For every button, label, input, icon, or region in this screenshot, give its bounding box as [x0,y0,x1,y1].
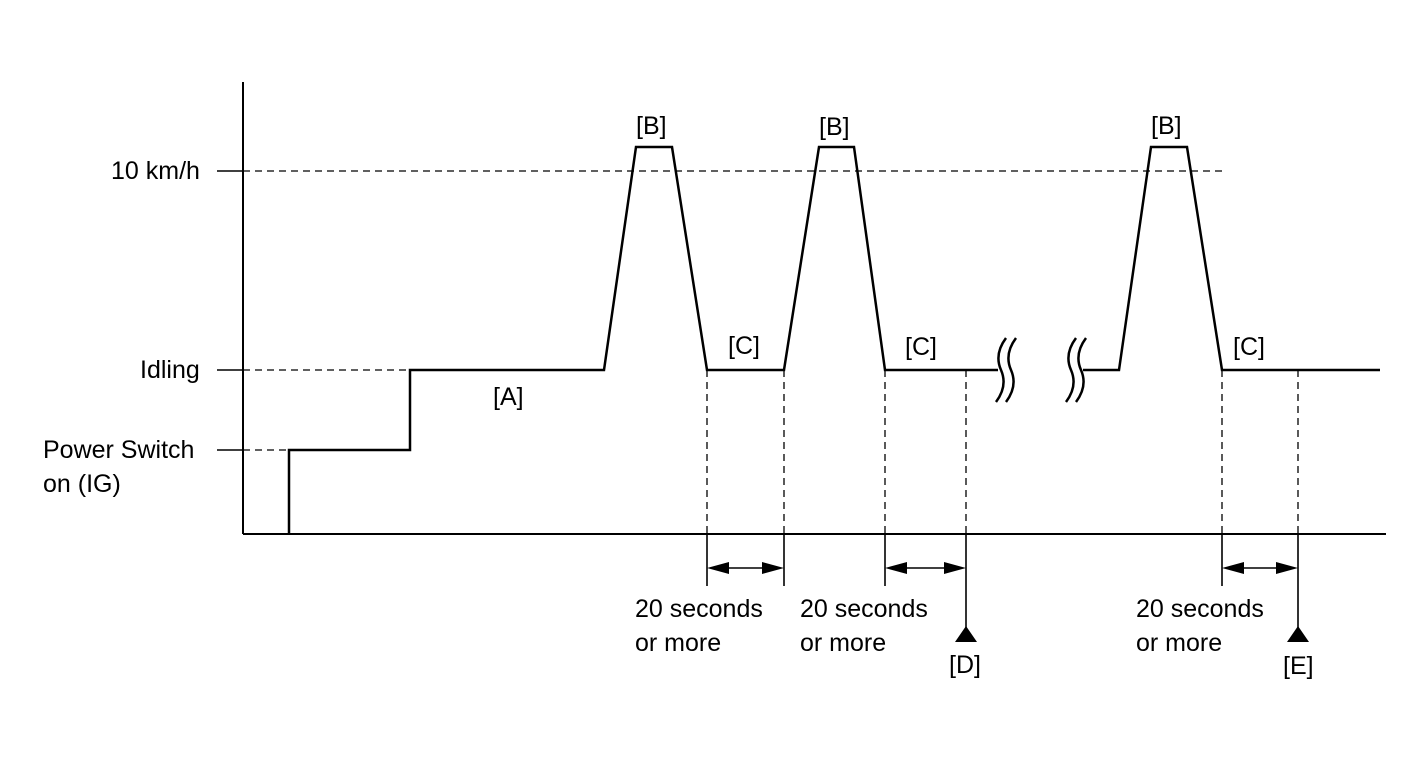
segment-b-label-2: [B] [819,113,850,141]
label-idling: Idling [140,356,200,384]
segment-c-label-2: [C] [905,333,937,361]
marker-d-triangle [955,626,977,642]
segment-c-label-1: [C] [728,332,760,360]
segment-a-label: [A] [493,383,524,411]
speed-profile-resume [1083,145,1380,372]
duration-label-2-line2: or more [800,629,886,657]
label-power-switch: Power Switch [43,436,194,464]
segment-b-label-3: [B] [1151,112,1182,140]
segment-b-label-1: [B] [636,112,667,140]
duration-label-1-line2: or more [635,629,721,657]
duration-arrow-2 [885,562,966,574]
duration-label-1-line1: 20 seconds [635,595,763,623]
duration-arrow-1 [707,562,784,574]
marker-e-label: [E] [1283,652,1314,680]
speed-profile-main [287,145,998,534]
marker-d-label: [D] [949,651,981,679]
label-10kmh: 10 km/h [111,157,200,185]
segment-c-label-3: [C] [1233,333,1265,361]
duration-label-2-line1: 20 seconds [800,595,928,623]
duration-arrow-3 [1222,562,1298,574]
label-power-on-ig: on (IG) [43,470,121,498]
break-mark-right [1064,337,1088,403]
marker-e-triangle [1287,626,1309,642]
duration-label-3-line1: 20 seconds [1136,595,1264,623]
break-mark-left [994,337,1018,403]
duration-label-3-line2: or more [1136,629,1222,657]
